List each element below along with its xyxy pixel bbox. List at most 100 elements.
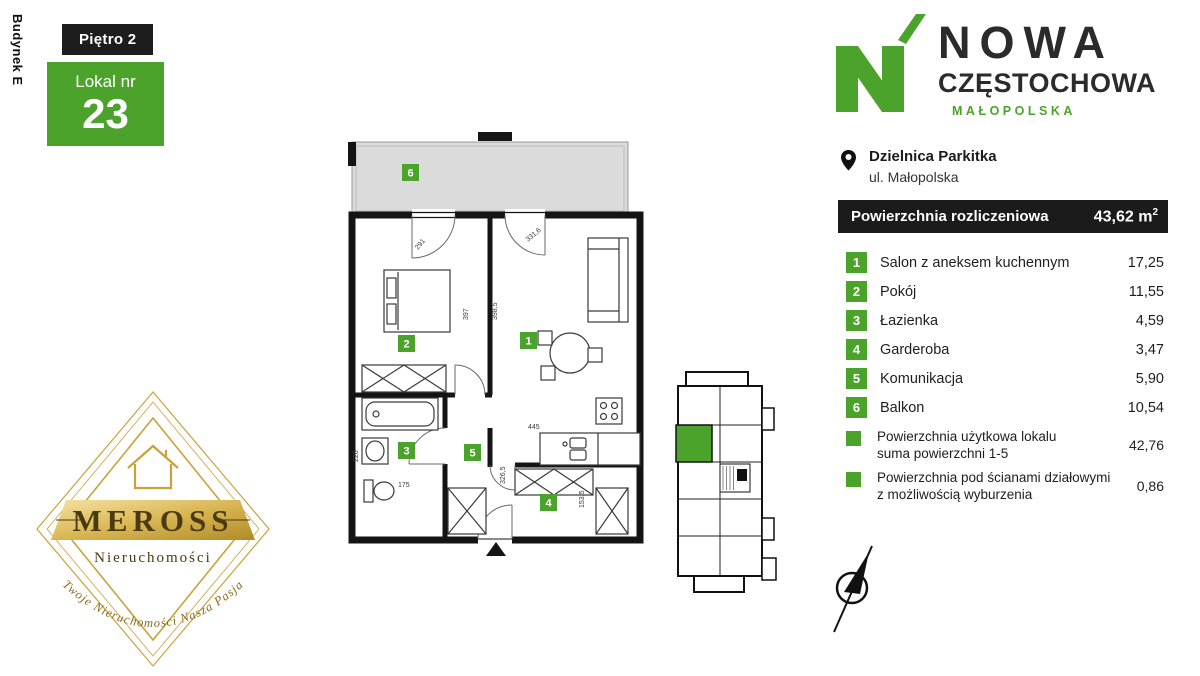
balcony-window: [412, 209, 455, 221]
green-square-icon: [846, 431, 861, 446]
meross-diamond-inner: [61, 416, 245, 642]
meross-tagline: Twoje Nieruchomości Nasza Pasja: [60, 577, 246, 630]
room-area-value: 10,54: [1127, 399, 1164, 416]
summary-label: Powierzchnia użytkowa lokalu suma powier…: [877, 429, 1057, 461]
unit-number: 23: [82, 89, 129, 137]
svg-text:226: 226: [353, 450, 360, 462]
room-row-5: 5 Komunikacja 5,90: [846, 364, 1164, 393]
room-label: Komunikacja: [880, 370, 964, 387]
unit-location-marker: [675, 424, 713, 463]
stove-icon: [595, 397, 623, 425]
plan-room-marker-4: [540, 494, 557, 511]
room-area-value: 17,25: [1127, 254, 1164, 271]
room-label: Balkon: [880, 399, 925, 416]
room-label: Łazienka: [880, 312, 939, 329]
plan-room-marker-2: [398, 335, 415, 352]
brand-name-line3: MAŁOPOLSKA: [952, 104, 1076, 118]
meross-house-icon: [127, 444, 179, 490]
room-row-2: 2 Pokój 11,55: [846, 277, 1164, 306]
room-number-badge: 6: [846, 397, 867, 418]
summary-label: Powierzchnia pod ścianami działowymi z m…: [877, 470, 1111, 502]
location-block: Dzielnica Parkitka ul. Małopolska: [840, 148, 997, 185]
meross-gold-band: [51, 500, 255, 540]
summary-value: 42,76: [1128, 437, 1164, 453]
area-summary: Powierzchnia użytkowa lokalu suma powier…: [846, 428, 1164, 510]
meross-diamond-outer: [36, 391, 270, 667]
svg-text:153,5: 153,5: [579, 490, 586, 508]
table-chairs-icon: [537, 330, 603, 381]
room-row-6: 6 Balkon 10,54: [846, 393, 1164, 422]
brand-name-line2: CZĘSTOCHOWA: [938, 68, 1157, 98]
room-number-badge: 3: [846, 310, 867, 331]
brand-header: NOWA CZĘSTOCHOWA MAŁOPOLSKA: [938, 20, 1178, 118]
balcony-door: [505, 209, 545, 221]
washbasin-icon: [361, 437, 389, 465]
room-label: Garderoba: [880, 341, 950, 358]
stairwell-block: [719, 463, 751, 493]
room-row-1: 1 Salon z aneksem kuchennym 17,25: [846, 248, 1164, 277]
shaft-block: [478, 132, 512, 141]
closet-x-icon-garderoba-top: [514, 468, 594, 496]
room-area-value: 3,47: [1135, 341, 1164, 358]
room-label: Salon z aneksem kuchennym: [880, 254, 1070, 271]
svg-text:175: 175: [398, 482, 410, 489]
svg-text:6: 6: [407, 168, 413, 180]
brand-name-line1: NOWA: [938, 17, 1114, 68]
meross-subtitle: Nieruchomości: [94, 550, 212, 566]
location-street: ul. Małopolska: [869, 169, 959, 185]
room-area-value: 5,90: [1135, 370, 1164, 387]
svg-text:2: 2: [403, 339, 409, 351]
summary-value: 0,86: [1136, 478, 1164, 494]
closet-x-icon-garderoba-right: [595, 487, 629, 535]
svg-text:3: 3: [403, 446, 409, 458]
balcony-wall-stub: [348, 142, 356, 166]
unit-badge-label: Lokal nr: [75, 71, 136, 91]
room-number-badge: 1: [846, 252, 867, 273]
meross-name: MEROSS: [73, 503, 234, 538]
entrance-marker: [486, 542, 506, 556]
room-label: Pokój: [880, 283, 917, 300]
toilet-icon: [363, 479, 395, 503]
unit-badge: Lokal nr 23: [47, 62, 164, 146]
room-number-badge: 4: [846, 339, 867, 360]
bathtub-icon: [361, 397, 439, 431]
room-list: 1 Salon z aneksem kuchennym 17,25 2 Pokó…: [846, 248, 1164, 422]
svg-text:326,5: 326,5: [500, 466, 507, 484]
svg-text:445: 445: [528, 424, 540, 431]
svg-text:4: 4: [545, 498, 552, 510]
plan-room-marker-1: [520, 332, 537, 349]
svg-text:398,5: 398,5: [492, 302, 499, 320]
green-square-icon: [846, 472, 861, 487]
closet-x-icon-hall: [447, 487, 487, 535]
brand-logo-n-icon: [836, 14, 926, 112]
svg-text:5: 5: [469, 448, 475, 460]
location-pin-icon: [841, 150, 856, 171]
room-number-badge: 5: [846, 368, 867, 389]
balcony-inner-line: [355, 145, 625, 212]
svg-text:1: 1: [525, 336, 531, 348]
north-arrow-icon: [833, 545, 873, 633]
entrance-opening: [478, 534, 512, 546]
area-bar-value: 43,62 m2: [1093, 206, 1158, 226]
summary-row-usable-area: Powierzchnia użytkowa lokalu suma powier…: [846, 428, 1164, 462]
partition-walls: [352, 217, 640, 540]
area-bar: Powierzchnia rozliczeniowa 43,62 m2: [838, 200, 1168, 233]
meross-diamond-mid: [46, 401, 260, 657]
plan-room-marker-3: [398, 442, 415, 459]
room-markers: 6 2 1 3 5 4: [398, 164, 557, 511]
room-row-3: 3 Łazienka 4,59: [846, 306, 1164, 335]
wardrobe-icon: [361, 364, 447, 393]
area-bar-label: Powierzchnia rozliczeniowa: [851, 208, 1049, 225]
plan-room-marker-6: [402, 164, 419, 181]
room-area-value: 4,59: [1135, 312, 1164, 329]
bed-icon: [383, 269, 451, 333]
location-name: Dzielnica Parkitka: [869, 148, 997, 165]
summary-row-partition-walls: Powierzchnia pod ścianami działowymi z m…: [846, 469, 1164, 503]
floor-badge: Piętro 2: [62, 24, 154, 55]
room-row-4: 4 Garderoba 3,47: [846, 335, 1164, 364]
balcony-area: [351, 141, 629, 216]
kitchen-sink-icon: [539, 432, 641, 466]
floor-plan: 291 331,6 397 398,5 445 326,5 175 153,5 …: [348, 132, 644, 556]
sofa-icon: [587, 237, 629, 323]
